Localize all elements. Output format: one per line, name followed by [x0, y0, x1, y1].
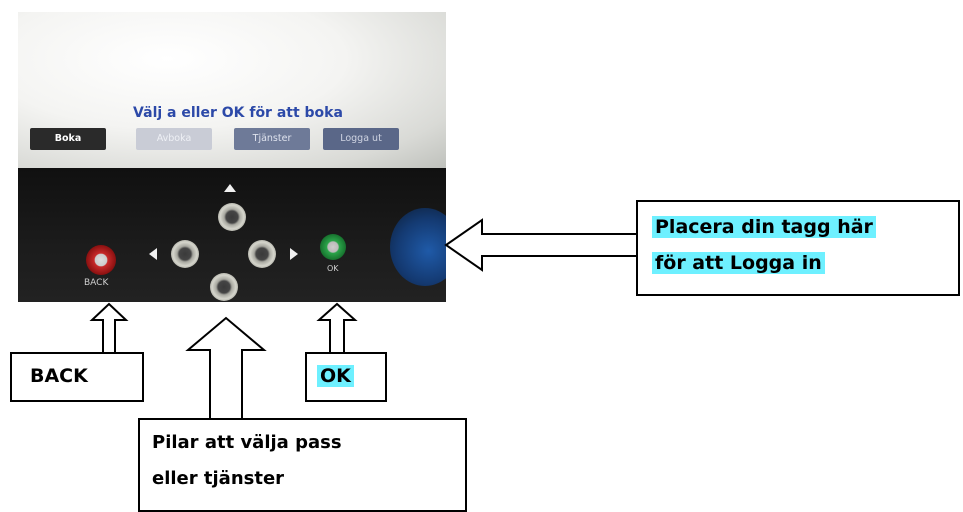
back-callout-text: BACK	[30, 365, 88, 387]
left-button[interactable]	[171, 240, 199, 268]
tag-pointer-arrow-icon	[444, 218, 636, 272]
down-button[interactable]	[210, 273, 238, 301]
ok-button[interactable]	[320, 234, 346, 260]
ok-callout: OK	[305, 352, 387, 402]
ok-pointer-arrow-icon	[316, 302, 358, 352]
kiosk-photo: Välj a eller OK för att boka Boka Avboka…	[18, 12, 446, 302]
arrow-up-icon	[224, 184, 236, 192]
tab-logga-ut[interactable]: Logga ut	[323, 128, 399, 150]
back-callout: BACK	[10, 352, 144, 402]
right-button[interactable]	[248, 240, 276, 268]
kiosk-screen: Välj a eller OK för att boka Boka Avboka…	[18, 12, 446, 168]
tab-tjanster[interactable]: Tjänster	[234, 128, 310, 150]
arrows-callout-line2: eller tjänster	[152, 468, 285, 489]
arrow-left-icon	[149, 248, 157, 260]
button-panel: BACK OK	[18, 168, 446, 302]
back-pointer-arrow-icon	[89, 302, 129, 352]
up-button[interactable]	[218, 203, 246, 231]
tag-callout-line2: för att Logga in	[652, 252, 825, 274]
tab-avboka[interactable]: Avboka	[136, 128, 212, 150]
arrow-right-icon	[290, 248, 298, 260]
pilar-pointer-arrow-icon	[185, 316, 267, 418]
ok-callout-text: OK	[317, 365, 354, 387]
tag-callout-line1: Placera din tagg här	[652, 216, 876, 238]
tag-callout: Placera din tagg här för att Logga in	[636, 200, 960, 296]
screen-instruction: Välj a eller OK för att boka	[133, 105, 343, 121]
ok-button-label: OK	[327, 264, 339, 273]
tag-reader[interactable]	[390, 208, 446, 286]
back-button-label: BACK	[84, 278, 109, 288]
tab-boka[interactable]: Boka	[30, 128, 106, 150]
arrows-callout: Pilar att välja pass eller tjänster	[138, 418, 467, 512]
arrows-callout-line1: Pilar att välja pass	[152, 432, 342, 453]
back-button[interactable]	[86, 245, 116, 275]
